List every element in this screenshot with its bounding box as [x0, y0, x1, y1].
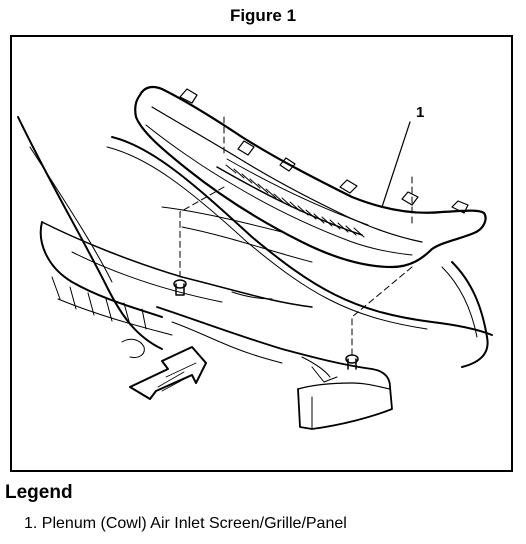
front-body-sweep [41, 221, 313, 308]
figure-frame: 1 [10, 35, 513, 472]
legend-heading: Legend [5, 482, 73, 503]
legend-list: 1. Plenum (Cowl) Air Inlet Screen/Grille… [24, 514, 347, 534]
right-fender-line [451, 261, 489, 368]
legend-item: 1. Plenum (Cowl) Air Inlet Screen/Grille… [24, 514, 347, 534]
figure-title: Figure 1 [229, 6, 297, 25]
front-direction-arrow [129, 346, 207, 400]
cowl-panel-illustration: 1 [17, 85, 493, 430]
alignment-dashes [179, 116, 413, 356]
callout-1-leader [381, 121, 411, 208]
left-fender-line [17, 116, 163, 350]
grille-slots [225, 164, 365, 238]
legend-item-label: Plenum (Cowl) Air Inlet Screen/Grille/Pa… [41, 515, 347, 532]
hood-opening-curve [111, 136, 493, 336]
cowl-panel-outer [134, 85, 487, 269]
legend-item-number: 1. [24, 515, 38, 532]
fastener-left [173, 279, 187, 296]
callout-number-1: 1 [416, 104, 424, 121]
plenum-lower-structure [156, 306, 393, 430]
